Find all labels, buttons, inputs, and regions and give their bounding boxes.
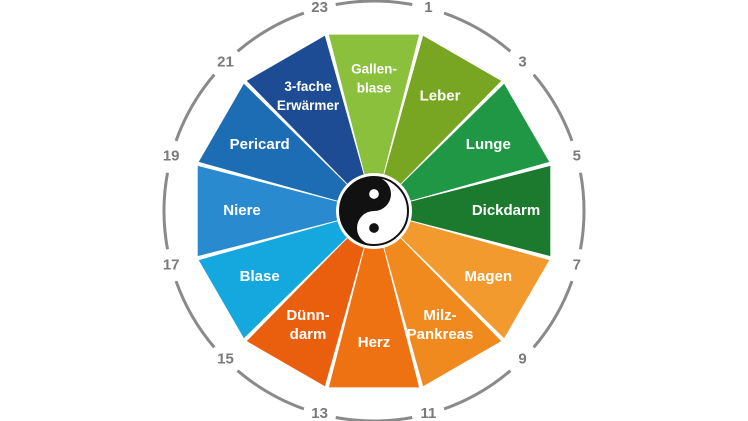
ring-arc bbox=[335, 0, 413, 6]
organ-segment bbox=[246, 211, 374, 387]
ring-arc bbox=[162, 172, 169, 250]
hour-label: 21 bbox=[217, 53, 234, 70]
organ-label-line: Lunge bbox=[466, 136, 511, 153]
organ-segment bbox=[374, 211, 550, 339]
organ-label: Dünn-darm bbox=[286, 307, 329, 343]
organ-label-line: Pankreas bbox=[407, 326, 474, 343]
ring-arc bbox=[532, 73, 574, 142]
organ-segment bbox=[328, 211, 420, 388]
organ-label-line: Pericard bbox=[230, 136, 290, 153]
ring-arc bbox=[174, 280, 216, 349]
hour-label: 19 bbox=[163, 148, 180, 165]
organ-label: Gallen-blase bbox=[351, 61, 397, 95]
yin-yang-outline bbox=[339, 176, 409, 246]
ring-arc bbox=[174, 73, 216, 142]
hour-label: 13 bbox=[311, 405, 328, 421]
organ-label: Dickdarm bbox=[472, 202, 540, 219]
organ-segment bbox=[374, 83, 550, 211]
organ-label: Niere bbox=[223, 202, 261, 219]
ring-arc bbox=[532, 280, 574, 349]
organ-label-line: Leber bbox=[420, 88, 461, 105]
hour-label: 7 bbox=[573, 256, 581, 273]
organ-segments bbox=[197, 34, 551, 388]
ring-arc bbox=[443, 11, 512, 53]
organ-label-line: Milz- bbox=[423, 307, 456, 324]
ring-arc bbox=[236, 369, 305, 411]
organ-labels: Gallen-blaseLeberLungeDickdarmMagenMilz-… bbox=[223, 61, 540, 351]
yin-yang-dot-black bbox=[369, 223, 379, 233]
organ-label: Lunge bbox=[466, 136, 511, 153]
organ-label-line: 3-fache bbox=[284, 79, 332, 94]
yin-yang-icon bbox=[336, 173, 412, 249]
organ-label-line: Dickdarm bbox=[472, 202, 540, 219]
organ-label-line: Blase bbox=[240, 268, 280, 285]
hour-label: 3 bbox=[518, 53, 526, 70]
organ-label: Herz bbox=[358, 334, 391, 351]
hour-label: 5 bbox=[573, 148, 581, 165]
organ-segment bbox=[246, 35, 374, 211]
organ-segment bbox=[198, 211, 374, 339]
organ-label-line: Niere bbox=[223, 202, 261, 219]
organ-segment bbox=[374, 211, 502, 387]
organ-label: Blase bbox=[240, 268, 280, 285]
organ-label-line: Herz bbox=[358, 334, 391, 351]
yin-yang-dot-white bbox=[369, 189, 379, 199]
hour-label: 11 bbox=[420, 405, 436, 421]
hour-label: 23 bbox=[311, 0, 328, 16]
hour-label: 1 bbox=[424, 0, 432, 16]
ring-arc bbox=[335, 416, 413, 421]
organ-label-line: Erwärmer bbox=[277, 98, 340, 113]
organ-segment bbox=[374, 165, 551, 257]
organ-segment bbox=[197, 165, 374, 257]
hour-label: 9 bbox=[518, 350, 526, 367]
organ-label: Leber bbox=[420, 88, 461, 105]
organ-label: Pericard bbox=[230, 136, 290, 153]
organ-label-line: Gallen- bbox=[351, 61, 397, 76]
ring-arc bbox=[236, 11, 305, 53]
organ-label-line: Dünn- bbox=[286, 307, 329, 324]
hour-label: 17 bbox=[163, 256, 180, 273]
organ-label: Milz- Pankreas bbox=[407, 307, 474, 343]
ring-arc bbox=[579, 172, 586, 250]
organ-label-line: Magen bbox=[465, 268, 513, 285]
organ-label: Magen bbox=[465, 268, 513, 285]
ring-arc bbox=[443, 369, 512, 411]
organ-segment bbox=[328, 34, 420, 212]
organ-segment bbox=[198, 83, 374, 211]
organ-segment bbox=[374, 35, 502, 211]
hour-label: 15 bbox=[217, 350, 234, 367]
organ-label-line: blase bbox=[357, 80, 392, 95]
organ-label-line: darm bbox=[290, 326, 327, 343]
